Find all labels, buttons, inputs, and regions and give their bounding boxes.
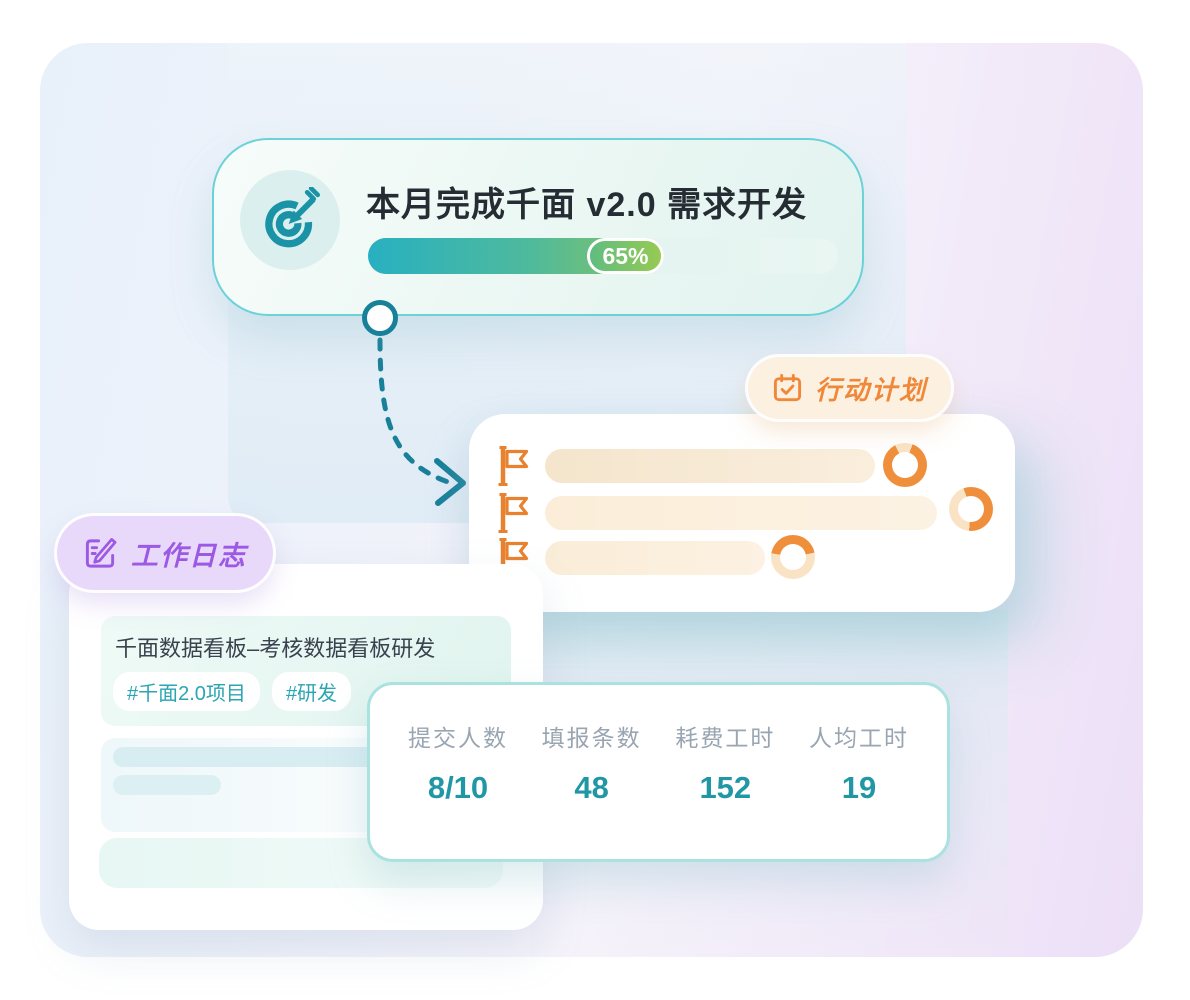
task-placeholder-bar	[545, 496, 937, 530]
task-progress-ring	[883, 443, 927, 487]
flag-icon	[498, 493, 529, 533]
work-log-entry-title: 千面数据看板–考核数据看板研发	[115, 636, 436, 661]
goal-card: 本月完成千面 v2.0 需求开发 65%	[212, 138, 864, 316]
goal-title: 本月完成千面 v2.0 需求开发	[366, 186, 808, 224]
stat-value: 19	[841, 770, 877, 805]
stat-label: 人均工时	[808, 725, 909, 751]
stat-label: 填报条数	[541, 725, 642, 751]
goal-progress-label: 65%	[587, 238, 664, 274]
text-placeholder-bar	[113, 775, 221, 795]
target-dart-icon	[265, 187, 321, 248]
task-placeholder-bar	[545, 541, 765, 575]
stat-value: 48	[574, 770, 609, 805]
stat-submitters: 提交人数 8/10	[408, 719, 508, 859]
tag-chip[interactable]: #千面2.0项目	[113, 672, 260, 711]
edit-note-icon	[85, 537, 117, 568]
connector-dot	[362, 300, 398, 336]
task-progress-ring	[949, 487, 993, 531]
flag-icon	[498, 446, 529, 486]
action-plan-badge: 行动计划	[748, 357, 952, 419]
work-log-badge-label: 工作日志	[131, 540, 247, 571]
stat-label: 提交人数	[408, 725, 508, 751]
work-log-tags: #千面2.0项目 #研发	[113, 672, 352, 711]
stat-value: 152	[699, 770, 752, 805]
task-progress-ring	[771, 535, 815, 579]
stat-hours-spent: 耗费工时 152	[675, 719, 775, 859]
calendar-check-icon	[773, 373, 802, 401]
stat-hours-average: 人均工时 19	[809, 719, 909, 859]
action-plan-card	[469, 414, 1015, 612]
stat-label: 耗费工时	[675, 725, 776, 751]
stat-entries: 填报条数 48	[542, 719, 642, 859]
task-placeholder-bar	[545, 449, 875, 483]
tag-chip[interactable]: #研发	[271, 672, 352, 711]
stat-value: 8/10	[427, 770, 489, 805]
work-log-badge: 工作日志	[57, 516, 273, 590]
action-plan-badge-label: 行动计划	[815, 374, 928, 405]
goal-icon-circle	[240, 170, 340, 270]
stats-card: 提交人数 8/10 填报条数 48 耗费工时 152 人均工时 19	[367, 682, 950, 862]
goal-progress-bar: 65%	[368, 238, 838, 274]
text-placeholder-bar	[113, 747, 443, 767]
